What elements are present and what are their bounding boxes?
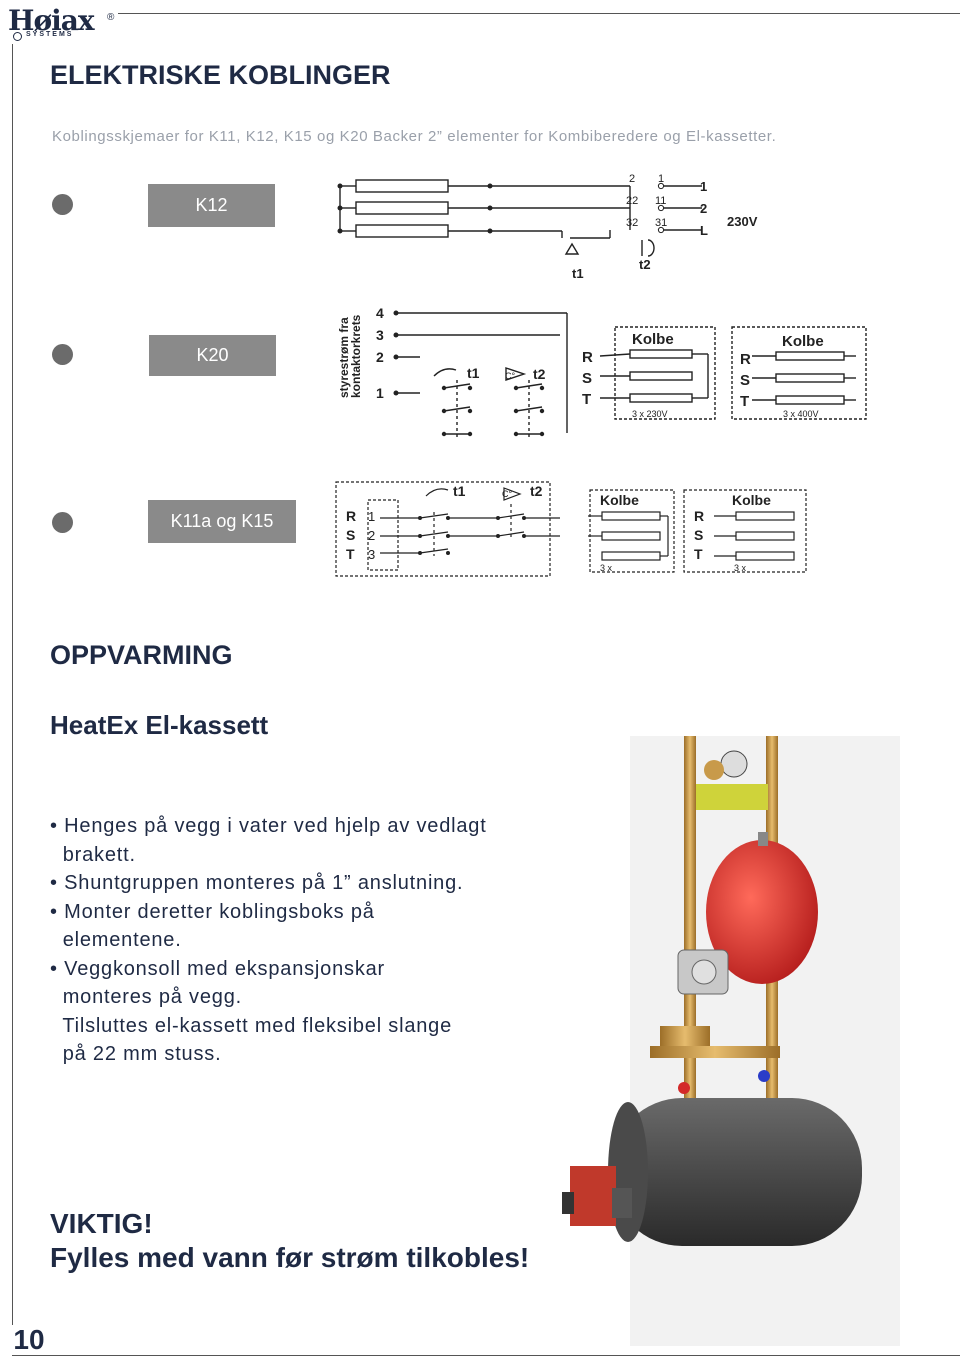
k11-t: T xyxy=(346,546,355,562)
k11-3x-1: 3 x xyxy=(600,563,613,573)
k20-diagram: styrestrøm fra kontaktorkrets 4 3 2 1 xyxy=(337,305,867,438)
k20-t2-label: T xyxy=(740,393,749,410)
k12-term-2: 2 xyxy=(629,173,635,185)
warning-block: VIKTIG! Fylles med vann før strøm tilkob… xyxy=(50,1207,529,1275)
page-subtitle: Koblingsskjemaer for K11, K12, K15 og K2… xyxy=(52,128,777,145)
k11-3x-2: 3 x xyxy=(734,563,747,573)
bullet-dot xyxy=(52,344,73,365)
k12-term-22: 22 xyxy=(626,195,638,207)
logo-circle-icon xyxy=(13,32,22,41)
k20-r2: R xyxy=(740,351,751,368)
k11-label: K11a og K15 xyxy=(148,500,296,543)
k20-num-4: 4 xyxy=(376,305,384,321)
section-heading: OPPVARMING xyxy=(50,640,233,670)
k12-term-32: 32 xyxy=(626,217,638,229)
instruction-line: brakett. xyxy=(50,843,136,866)
k11-num-2: 2 xyxy=(368,528,375,543)
k12-line-1: 1 xyxy=(700,179,707,194)
instruction-line: • Shuntgruppen monteres på 1” anslutning… xyxy=(50,872,464,894)
k11-r: R xyxy=(346,508,356,524)
bullet-dot xyxy=(52,512,73,533)
k11-t2-label: T xyxy=(694,546,703,562)
page-number: 10 xyxy=(12,1324,46,1355)
k20-c: C° xyxy=(505,371,515,381)
k12-diagram: 2 1 22 11 32 31 1 2 L 230V t1 t2 xyxy=(337,173,758,281)
k12-term-31: 31 xyxy=(655,217,667,229)
k20-s2: S xyxy=(740,372,750,389)
k12-t2: t2 xyxy=(639,257,651,272)
k11-diagram-left: R S T 1 2 3 t1 C° t2 xyxy=(335,481,560,577)
left-rule xyxy=(12,44,13,1344)
k20-s: S xyxy=(582,370,592,387)
k12-term-1: 1 xyxy=(658,173,664,185)
k11-s: S xyxy=(346,527,355,543)
k20-kolbe-2: Kolbe xyxy=(782,333,824,350)
k11-kolbe-2: Kolbe xyxy=(732,492,771,508)
k11-num-1: 1 xyxy=(368,509,375,524)
instruction-line: på 22 mm stuss. xyxy=(50,1043,222,1065)
instruction-line: • Veggkonsoll med ekspansjonskar xyxy=(50,957,386,980)
k12-term-11: 11 xyxy=(655,195,666,207)
k20-t: T xyxy=(582,391,591,408)
warning-title: VIKTIG! xyxy=(50,1208,153,1239)
k12-voltage: 230V xyxy=(727,214,758,229)
k20-num-1: 1 xyxy=(376,385,384,401)
k20-t1: t1 xyxy=(467,365,480,381)
k20-v2: 3 x 400V xyxy=(783,409,819,419)
product-heading: HeatEx El-kassett xyxy=(50,710,269,740)
instruction-line: • Monter deretter koblingsboks på xyxy=(50,900,375,923)
k20-side-text-1: styrestrøm fra xyxy=(337,317,351,398)
instruction-line: elementene. xyxy=(50,929,182,951)
bullet-dot xyxy=(52,194,73,215)
brand-sub: SYSTEMS xyxy=(26,31,74,38)
k20-num-2: 2 xyxy=(376,349,384,365)
k11-num-3: 3 xyxy=(368,547,375,562)
registered-mark: ® xyxy=(107,12,115,23)
k12-label: K12 xyxy=(148,184,275,227)
k11-diagram-right: Kolbe Kolbe R S T 3 x 3 x xyxy=(588,489,807,573)
instruction-list: • Henges på vegg i vater ved hjelp av ve… xyxy=(50,812,570,1069)
instruction-line: • Henges på vegg i vater ved hjelp av ve… xyxy=(50,815,487,837)
k20-num-3: 3 xyxy=(376,327,384,343)
k20-t2: t2 xyxy=(533,366,546,382)
k12-line-l: L xyxy=(700,223,708,238)
k11-t1: t1 xyxy=(453,483,466,499)
k20-label: K20 xyxy=(149,335,276,376)
k20-v1: 3 x 230V xyxy=(632,409,668,419)
k12-line-2: 2 xyxy=(700,201,707,216)
bottom-rule xyxy=(12,1355,960,1356)
k20-r: R xyxy=(582,349,593,366)
k20-side-text-2: kontaktorkrets xyxy=(349,314,363,398)
top-rule xyxy=(118,13,960,14)
k11-c: C° xyxy=(502,489,512,499)
page-title: ELEKTRISKE KOBLINGER xyxy=(50,60,391,90)
k11-t2: t2 xyxy=(530,483,543,499)
k11-r2: R xyxy=(694,508,704,524)
k11-kolbe-1: Kolbe xyxy=(600,492,639,508)
k12-t1: t1 xyxy=(572,266,584,281)
instruction-line: monteres på vegg. xyxy=(50,986,242,1008)
k20-kolbe-1: Kolbe xyxy=(632,331,674,348)
product-photo xyxy=(562,736,900,1346)
k11-s2: S xyxy=(694,527,703,543)
instruction-line: Tilsluttes el-kassett med fleksibel slan… xyxy=(50,1014,453,1037)
warning-text: Fylles med vann før strøm tilkobles! xyxy=(50,1242,530,1273)
brand-logo: Høiax xyxy=(8,4,95,37)
